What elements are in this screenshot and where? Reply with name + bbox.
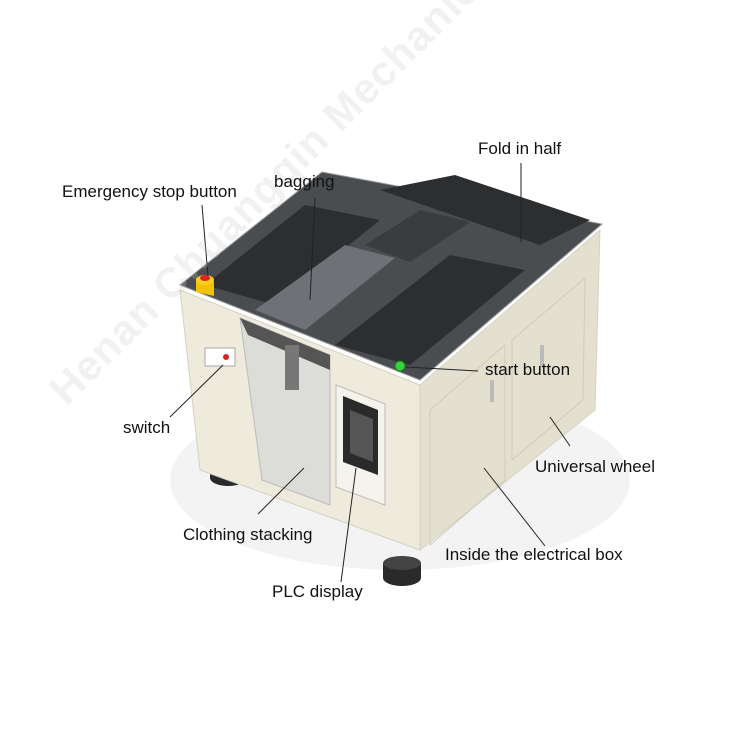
label-fold-in-half: Fold in half [478, 139, 562, 158]
label-emergency-stop: Emergency stop button [62, 182, 237, 201]
cabinet-door [511, 276, 586, 462]
label-switch: switch [123, 418, 171, 437]
leader-lines [169, 163, 571, 583]
start-button[interactable] [394, 360, 406, 372]
label-electrical-box: Inside the electrical box [445, 545, 623, 564]
fold-in-half-tray [380, 175, 590, 245]
label-clothing-stacking: Clothing stacking [183, 525, 313, 544]
emergency-stop-button[interactable] [196, 275, 214, 296]
right-face [419, 228, 601, 552]
switch[interactable] [204, 347, 236, 367]
label-universal-wheel: Universal wheel [535, 457, 655, 476]
label-start-button: start button [485, 360, 571, 379]
bagging-plate [255, 245, 395, 330]
fold-tray-left [205, 205, 380, 305]
label-bagging: bagging [274, 172, 335, 191]
electrical-box-door [429, 343, 506, 547]
clothing-stacking-opening[interactable] [239, 317, 331, 506]
fold-tray-right [335, 255, 525, 365]
label-plc-display: PLC display [272, 582, 363, 601]
